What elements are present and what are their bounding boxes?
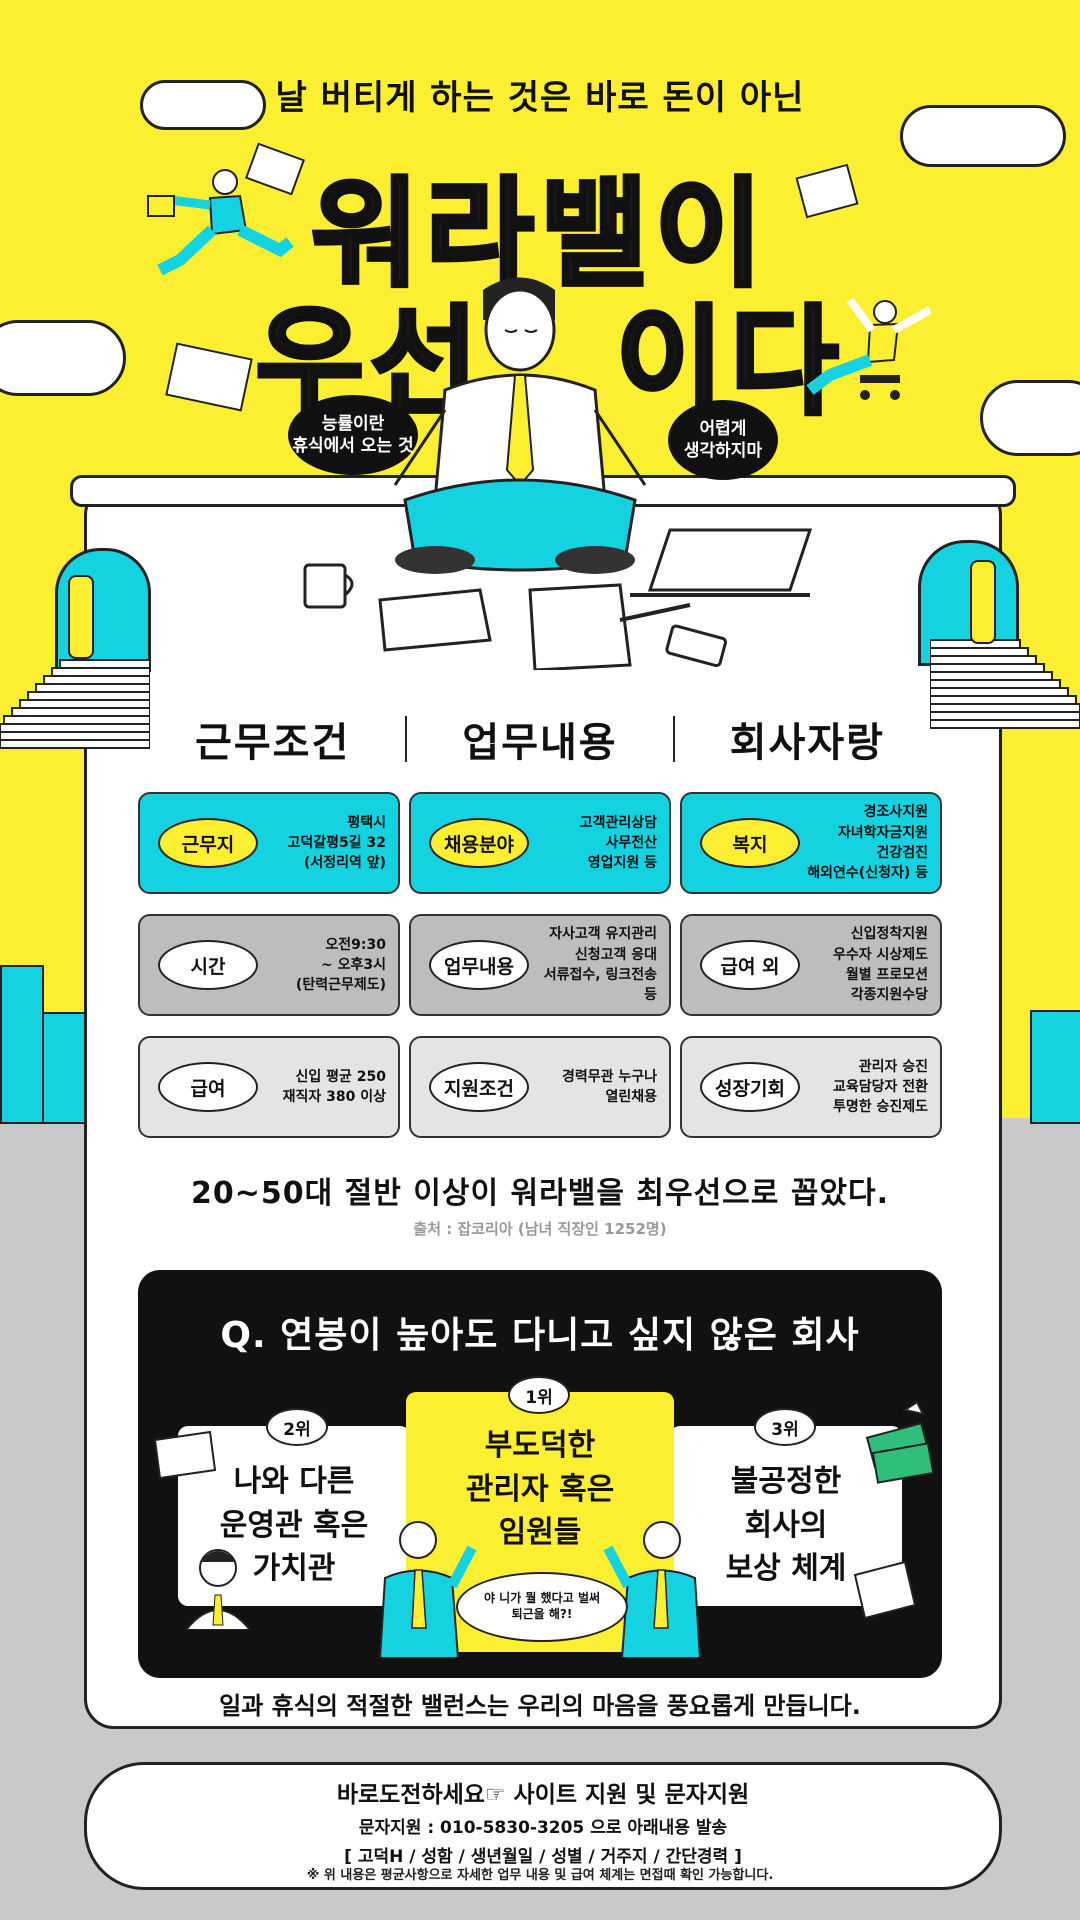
card-tag: 채용분야 — [429, 818, 529, 868]
rank-2-text: 나와 다른 운영관 혹은 가치관 — [219, 1464, 369, 1586]
boss-speech-bubble: 야 니가 뭘 했다고 벌써 퇴근을 해?! — [456, 1572, 628, 1642]
card-tag: 지원조건 — [429, 1062, 529, 1112]
card-text: 자사고객 유지관리 신청고객 응대 서류접수, 링크전송 등 — [543, 926, 657, 1004]
contact-required-info: [ 고덕H / 성함 / 생년월일 / 성별 / 거주지 / 간단경력 ] — [344, 1847, 742, 1867]
card-text: 신입정착지원 우수자 시상제도 월별 프로모션 각종지원수당 — [832, 926, 928, 1004]
meditating-man-illustration — [393, 277, 647, 574]
card-tag: 업무내용 — [429, 940, 529, 990]
cloud-left — [0, 320, 126, 396]
jumping-man-illustration — [147, 169, 294, 276]
worker-figure-left — [68, 575, 94, 659]
column-heading: 근무조건 — [195, 720, 351, 766]
footnote: ※ 위 내용은 평균사항으로 자세한 업무 내용 및 급여 체계는 면접때 확인… — [306, 1868, 774, 1883]
card-workplace: 근무지 평택시 고덕갈평5길 32 (서정리역 앞) — [138, 792, 400, 894]
building-left — [0, 965, 44, 1124]
info-card-grid: 근무지 평택시 고덕갈평5길 32 (서정리역 앞) 채용분야 고객관리상담 사… — [138, 792, 942, 1138]
cheering-man-illustration — [806, 297, 932, 400]
contact-title[interactable]: 바로도전하세요☞ 사이트 지원 및 문자지원 — [336, 1782, 750, 1808]
paper-icon — [153, 1430, 217, 1480]
card-tag: 근무지 — [158, 818, 258, 868]
money-icon — [865, 1400, 935, 1484]
card-tag: 급여 — [158, 1062, 258, 1112]
card-extra-pay: 급여 외 신입정착지원 우수자 시상제도 월별 프로모션 각종지원수당 — [680, 914, 942, 1016]
card-text: 경조사지원 자녀학자금지원 건강검진 해외연수(신청자) 등 — [807, 804, 928, 882]
rank-2-badge: 2위 — [266, 1408, 328, 1446]
card-hours: 시간 오전9:30 ~ 오후3시 (탄력근무제도) — [138, 914, 400, 1016]
building-right — [1030, 1010, 1080, 1124]
column-divider — [672, 716, 675, 762]
building-left-2 — [42, 1012, 90, 1124]
card-tag: 복지 — [700, 818, 800, 868]
card-tag: 급여 외 — [700, 940, 800, 990]
card-duties: 업무내용 자사고객 유지관리 신청고객 응대 서류접수, 링크전송 등 — [409, 914, 671, 1016]
card-text: 평택시 고덕갈평5길 32 (서정리역 앞) — [287, 814, 387, 872]
boss-speech-text: 야 니가 뭘 했다고 벌써 퇴근을 해?! — [483, 1591, 601, 1621]
card-welfare: 복지 경조사지원 자녀학자금지원 건강검진 해외연수(신청자) 등 — [680, 792, 942, 894]
balance-message: 일과 휴식의 적절한 밸런스는 우리의 마음을 풍요롭게 만듭니다. — [219, 1692, 861, 1720]
right-stairs — [930, 639, 1080, 729]
cloud-right — [980, 380, 1080, 456]
speech-bubble-left-text: 능률이란 휴식에서 오는 것 — [292, 413, 414, 456]
card-growth: 성장기회 관리자 승진 교육담당자 전환 투명한 승진제도 — [680, 1036, 942, 1138]
rank-1-badge: 1위 — [508, 1376, 570, 1414]
rank-3-badge: 3위 — [754, 1408, 816, 1446]
worried-man-illustration — [184, 1549, 252, 1630]
statistic-source: 출처 : 잡코리아 (남녀 직장인 1252명) — [413, 1220, 667, 1238]
column-headings: 근무조건 업무내용 회사자랑 — [140, 710, 940, 768]
card-text: 경력무관 누구나 열린채용 — [561, 1068, 657, 1105]
contact-box: 바로도전하세요☞ 사이트 지원 및 문자지원 문자지원 : 010-5830-3… — [84, 1762, 1002, 1890]
card-salary: 급여 신입 평균 250 재직자 380 이상 — [138, 1036, 400, 1138]
card-hiring-field: 채용분야 고객관리상담 사무전산 영업지원 등 — [409, 792, 671, 894]
card-text: 고객관리상담 사무전산 영업지원 등 — [579, 814, 657, 872]
card-tag: 시간 — [158, 940, 258, 990]
card-text: 신입 평균 250 재직자 380 이상 — [282, 1068, 386, 1105]
card-text: 오전9:30 ~ 오후3시 (탄력근무제도) — [295, 936, 386, 994]
card-text: 관리자 승진 교육담당자 전환 투명한 승진제도 — [832, 1058, 928, 1116]
column-divider — [405, 716, 408, 762]
angry-boss-right-illustration — [603, 1521, 702, 1658]
tagline: 날 버티게 하는 것은 바로 돈이 아닌 — [275, 78, 805, 118]
cloud-top-left — [140, 80, 266, 130]
angry-boss-left-illustration — [378, 1521, 477, 1658]
rank-1-text: 부도덕한 관리자 혹은 임원들 — [465, 1428, 615, 1550]
rank-3-text: 불공정한 회사의 보상 체계 — [725, 1464, 847, 1586]
column-heading: 회사자랑 — [729, 720, 885, 766]
speech-bubble-right: 어렵게 생각하지마 — [668, 400, 778, 480]
speech-bubble-left: 능률이란 휴식에서 오는 것 — [288, 395, 418, 475]
paper-icon — [853, 1560, 917, 1620]
worker-figure-right — [970, 560, 996, 644]
column-heading: 업무내용 — [462, 720, 618, 766]
left-stairs — [0, 659, 150, 749]
speech-bubble-right-text: 어렵게 생각하지마 — [683, 418, 763, 461]
contact-phone-line: 문자지원 : 010-5830-3205 으로 아래내용 발송 — [358, 1818, 728, 1838]
statistic-headline: 20~50대 절반 이상이 워라밸을 최우선으로 꼽았다. — [190, 1176, 890, 1211]
survey-question: Q. 연봉이 높아도 다니고 싶지 않은 회사 — [220, 1315, 860, 1356]
card-requirements: 지원조건 경력무관 누구나 열린채용 — [409, 1036, 671, 1138]
desk-items-illustration — [303, 528, 813, 670]
cloud-top-right — [900, 105, 1066, 167]
card-tag: 성장기회 — [700, 1062, 800, 1112]
